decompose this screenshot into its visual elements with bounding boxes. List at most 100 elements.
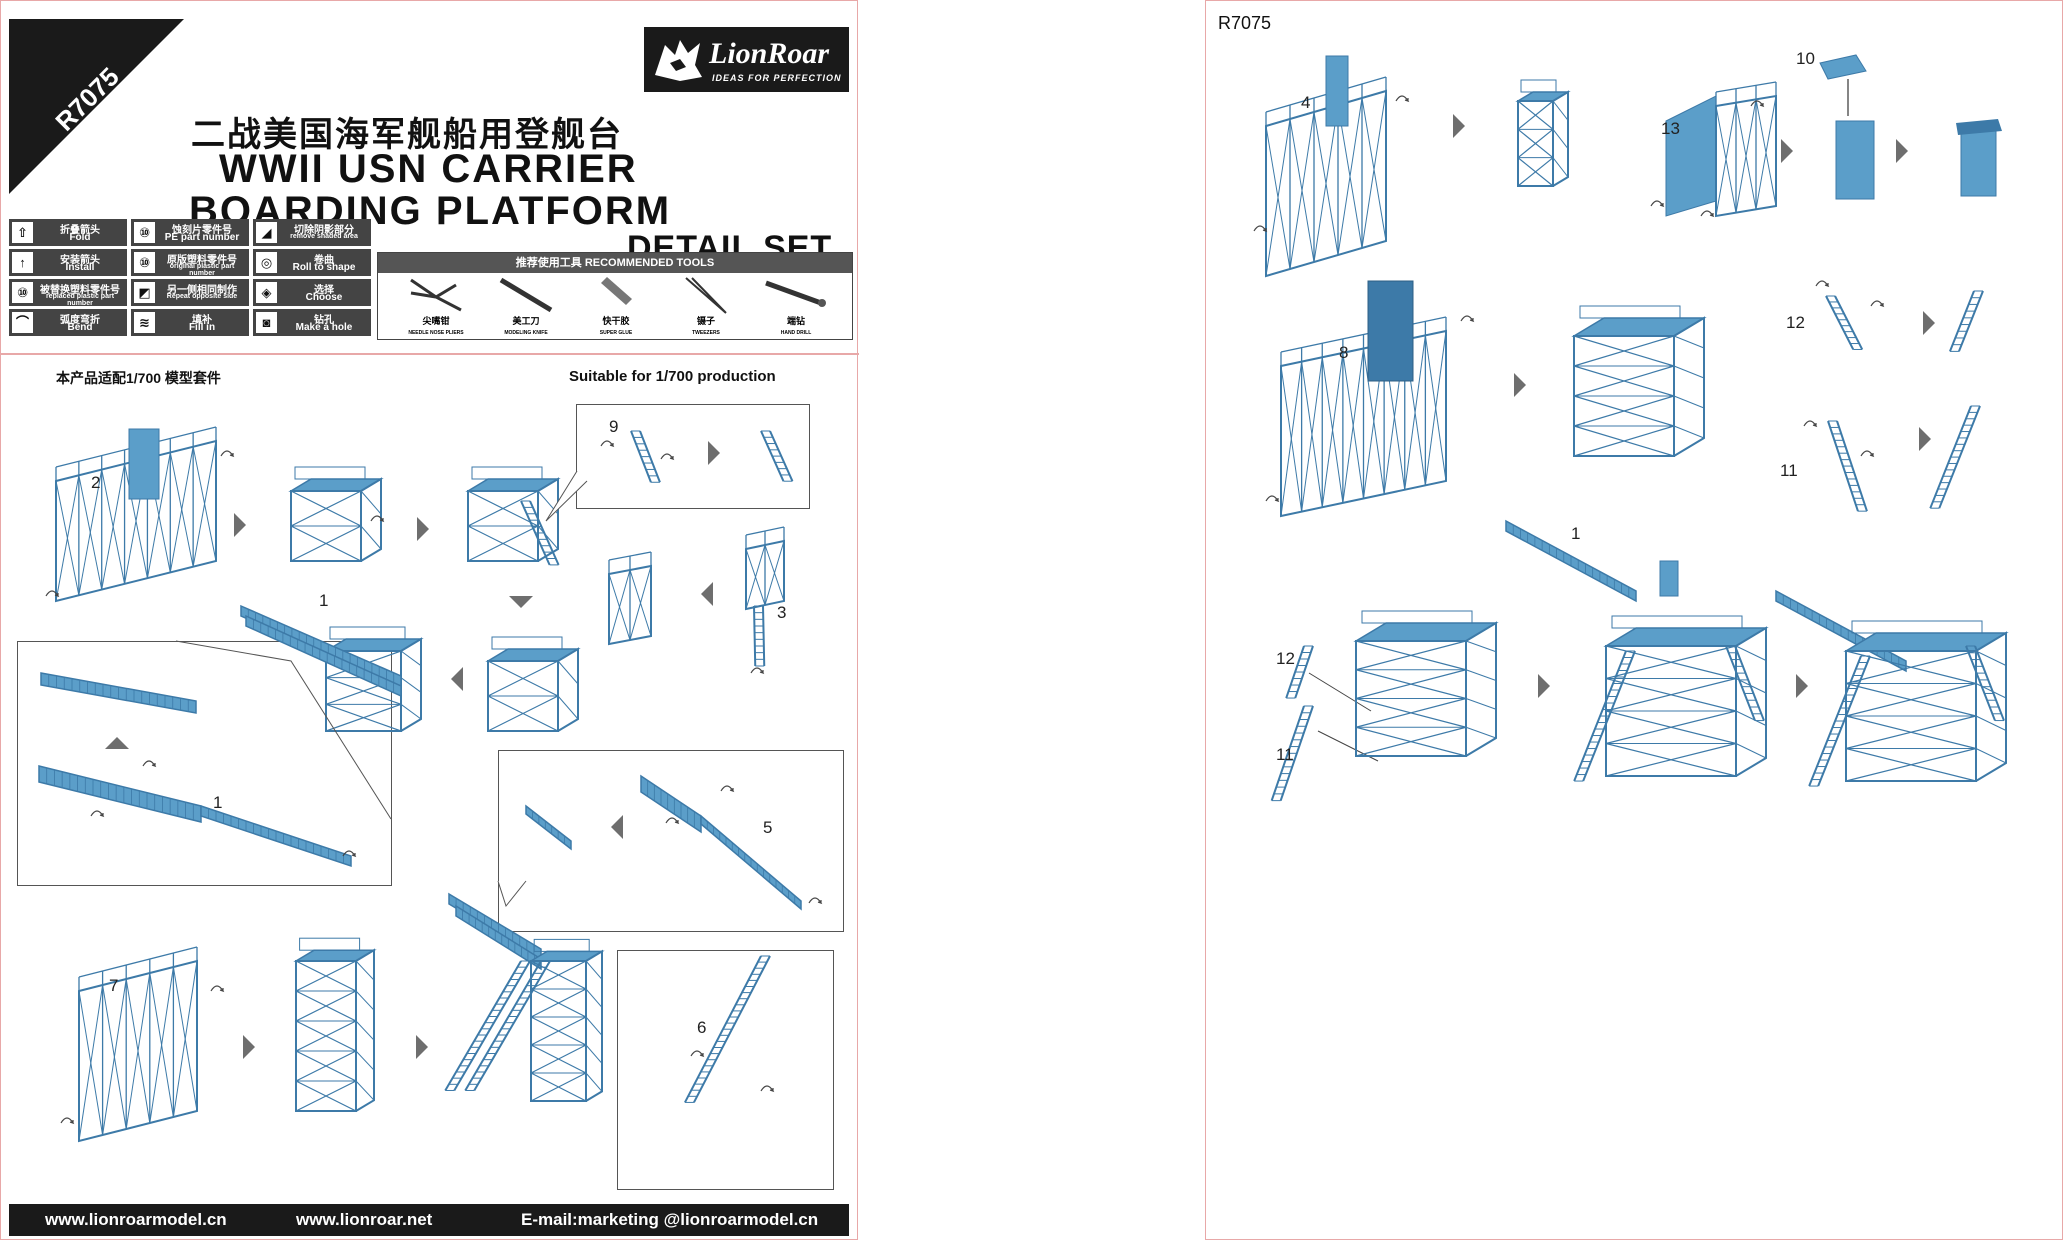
legend-en: Repeat opposite side (166, 293, 238, 300)
repeat-side-icon: ◩ (134, 282, 155, 303)
tool-en: SUPER GLUE (599, 330, 633, 336)
legend-cn: 安装箭头 (60, 255, 100, 266)
fold-arrow-icon (1870, 300, 1885, 308)
assembly-diagrams (38, 426, 823, 1143)
tower-part (528, 938, 605, 1102)
step-label: 12 (1276, 649, 1295, 668)
frame-part (1265, 76, 1387, 278)
fold-arrow-icon (1395, 95, 1410, 103)
step-label: 9 (609, 417, 619, 436)
ladder-part (1270, 705, 1314, 802)
tool-en: NEEDLE NOSE PLIERS (408, 330, 464, 336)
frame-part (608, 551, 652, 646)
legend-cn: 钻孔 (314, 315, 334, 326)
ramp-part (245, 614, 402, 698)
fold-arrow-icon (808, 897, 823, 905)
step-label: 4 (1301, 93, 1311, 112)
legend-cn: 填补 (192, 315, 212, 326)
brand-name: LionRoar (709, 37, 830, 70)
divider (1, 353, 859, 355)
ladder-part (520, 500, 560, 566)
fold-arrow-icon (1253, 225, 1268, 233)
fold-arrow-icon (1265, 495, 1280, 503)
fold-arrow-icon (342, 850, 357, 858)
callout-pointer (175, 640, 392, 820)
ladder-part (1725, 645, 1765, 722)
step-arrow-icon (451, 667, 463, 691)
fold-arrow-icon (45, 590, 60, 598)
ladder-part (753, 605, 766, 667)
legend-cn: 选择 (314, 285, 334, 296)
fold-arrow-icon (760, 1085, 775, 1093)
frame-part (1715, 81, 1777, 218)
tower-part (293, 937, 377, 1112)
legend-cn: 弧度弯折 (60, 315, 100, 326)
frame-part (78, 946, 198, 1143)
fold-arrow-icon (1650, 200, 1665, 208)
fold-arrow-icon (1860, 450, 1875, 458)
step-arrow-icon (1514, 373, 1526, 397)
fold-arrow-icon (600, 440, 615, 448)
legend-en: Install (65, 262, 95, 273)
step-arrow-icon (243, 1035, 255, 1059)
brand-logo: LionRoar IDEAS FOR PERFECTION (644, 27, 849, 92)
hole-icon: ◙ (256, 312, 277, 333)
footer-website-1[interactable]: www.lionroarmodel.cn (45, 1210, 227, 1229)
ladder-part (1929, 405, 1981, 509)
step-arrow-icon (701, 582, 713, 606)
step-label: 5 (763, 818, 773, 837)
step-label: 11 (1276, 745, 1294, 764)
step-label: 10 (1796, 49, 1815, 68)
roof-part (1956, 119, 2002, 135)
step-arrow-icon (416, 1035, 428, 1059)
step-label: 8 (1339, 343, 1349, 362)
legend-cn: 原版塑料零件号 (167, 255, 237, 266)
fold-arrow-icon (90, 810, 105, 818)
fold-panel-part (1325, 55, 1349, 127)
ramp-part (1505, 519, 1637, 603)
detail-frame (576, 404, 810, 509)
tower-part (323, 626, 424, 732)
step-arrow-icon (1919, 427, 1931, 451)
fold-arrow-icon (690, 1050, 705, 1058)
plastic-number-icon: ⑩ (134, 252, 155, 273)
scale-note-en: Suitable for 1/700 production (569, 368, 776, 385)
ladder-part (1949, 290, 1984, 352)
footer-email[interactable]: E-mail:marketing @lionroarmodel.cn (521, 1210, 819, 1229)
brand-tagline: IDEAS FOR PERFECTION (712, 73, 842, 83)
tower-part (1571, 305, 1707, 457)
fill-in-icon: ≋ (134, 312, 155, 333)
fold-arrow-icon (210, 985, 225, 993)
fold-arrow-icon (720, 785, 735, 793)
step-arrow-icon (1781, 139, 1793, 163)
install-icon: ↑ (12, 252, 33, 273)
fold-icon: ⇧ (12, 222, 33, 243)
tool-cn: 尖嘴钳 (422, 316, 450, 326)
page-code: R7075 (1218, 13, 1272, 33)
booth-panel-part (1665, 95, 1717, 217)
tower-part (1353, 610, 1499, 757)
tool-cn: 快干胶 (602, 316, 630, 326)
fold-panel-part (1367, 280, 1414, 382)
footer-website-2[interactable]: www.lionroar.net (296, 1210, 433, 1229)
legend-en: Fold (69, 232, 91, 243)
ramp-part (525, 804, 572, 851)
ramp-part (1775, 589, 1907, 673)
detail-frame (617, 950, 834, 1190)
step-label: 1 (319, 591, 329, 610)
pliers-icon (410, 278, 462, 312)
legend-cn: 另一侧相同制作 (167, 285, 237, 296)
pe-number-icon: ⑩ (134, 222, 155, 243)
roll-icon: ◎ (256, 252, 277, 273)
